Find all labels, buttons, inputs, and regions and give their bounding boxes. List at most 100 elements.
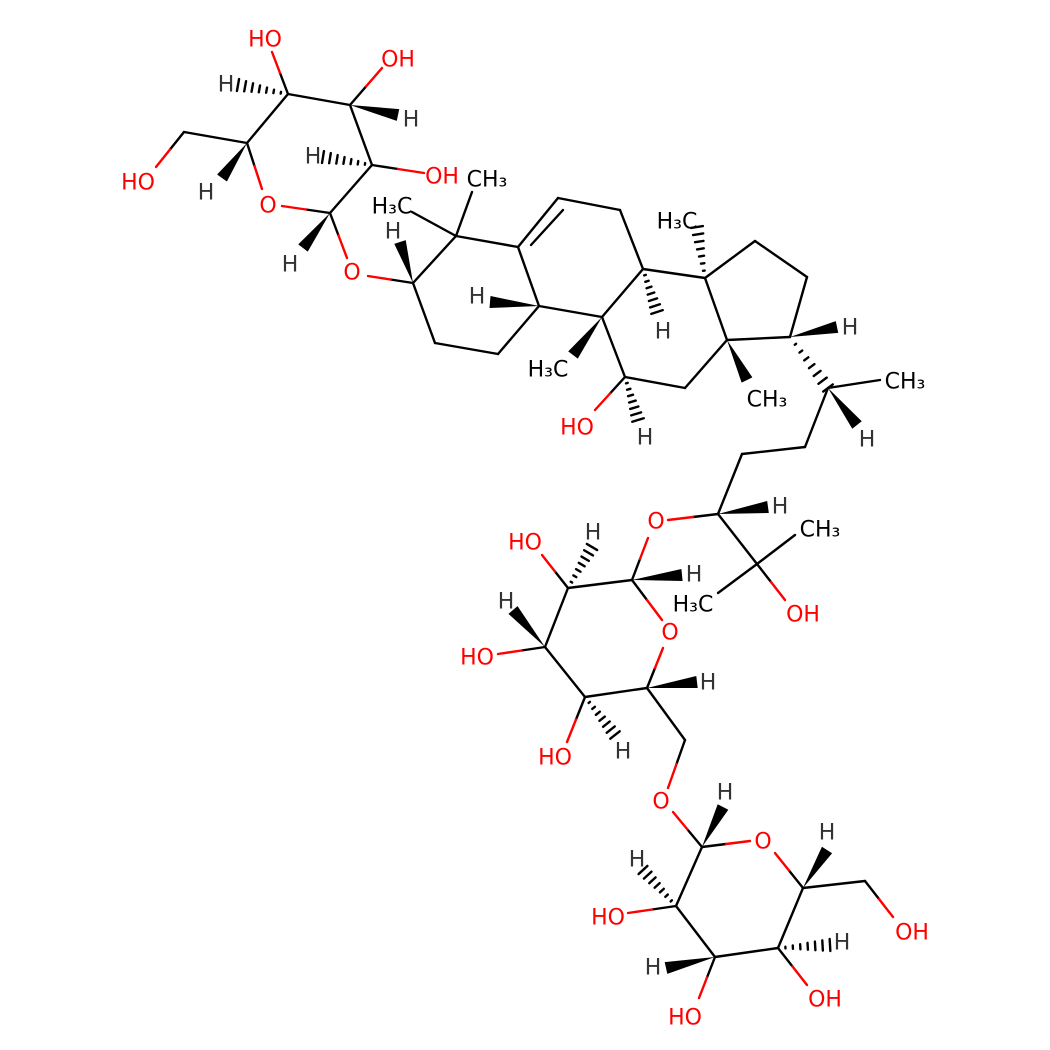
c-o-bond-half	[666, 762, 678, 790]
single-bond	[703, 239, 757, 280]
hashed-bond-stripe	[648, 876, 657, 885]
c-o-bond-half	[253, 164, 264, 191]
single-bond	[543, 645, 587, 699]
hashed-bond-stripe	[821, 939, 825, 952]
hashed-bond-stripe	[626, 393, 635, 398]
c-o-bond-half	[638, 536, 650, 561]
hydrogen-label: H	[637, 426, 654, 451]
single-bond	[245, 92, 290, 145]
c-o-bond-half	[370, 163, 400, 171]
hashed-bond-stripe	[235, 77, 241, 93]
hashed-bond-stripe	[658, 887, 665, 894]
hashed-bond-stripe	[598, 715, 607, 723]
hydrogen-label: H	[585, 521, 602, 546]
single-bond	[600, 267, 645, 319]
hashed-bond-stripe	[646, 291, 656, 296]
c-o-bond-half	[270, 50, 282, 75]
hashed-bond-stripe	[817, 376, 828, 385]
c-o-bond-half	[304, 208, 332, 215]
c-o-bond-half	[755, 562, 773, 584]
hydrogen-label: H	[385, 220, 402, 245]
hashed-bond-stripe	[647, 297, 659, 303]
hydrogen-label: H	[645, 956, 662, 981]
c-o-bond-half	[565, 718, 578, 744]
hashed-bond-stripe	[695, 247, 706, 251]
c-o-bond-half	[520, 645, 547, 652]
hashed-bond-stripe	[630, 411, 643, 417]
single-bond	[703, 276, 729, 342]
single-bond	[716, 452, 744, 516]
single-bond	[566, 578, 634, 590]
single-bond	[411, 281, 437, 345]
single-bond	[182, 130, 249, 145]
hashed-bond-stripe	[574, 567, 582, 573]
single-bond	[618, 208, 645, 271]
hashed-bond-stripe	[349, 157, 353, 166]
hydrogen-label: H	[819, 821, 836, 846]
hashed-bond-stripe	[631, 417, 645, 423]
hydroxyl-label: OH	[808, 988, 842, 1013]
wedge-bond	[828, 388, 862, 429]
hashed-bond-stripe	[569, 580, 574, 584]
wedge-bond	[632, 569, 683, 581]
single-bond	[755, 533, 797, 566]
hydroxyl-label: HO	[460, 646, 494, 671]
c-o-bond-half	[700, 842, 728, 849]
hashed-bond-stripe	[587, 700, 592, 705]
single-bond	[716, 562, 759, 595]
hashed-bond-stripe	[591, 705, 597, 711]
oxygen-label: O	[343, 261, 360, 286]
single-bond	[529, 208, 565, 247]
hydrogen-label: H	[842, 316, 859, 341]
hashed-bond-stripe	[653, 881, 661, 889]
oxygen-label: O	[647, 510, 664, 535]
hashed-bond-stripe	[257, 84, 262, 94]
single-bond	[713, 946, 780, 959]
c-o-bond-half	[593, 392, 612, 412]
c-o-bond-half	[691, 512, 720, 519]
hydroxyl-label: HO	[591, 906, 625, 931]
c-o-bond-half	[773, 851, 791, 872]
methyl-label: CH₃	[885, 370, 926, 395]
single-bond	[411, 234, 458, 285]
hashed-bond-stripe	[664, 893, 670, 899]
hashed-bond-stripe	[585, 542, 599, 552]
hashed-bond-stripe	[605, 725, 616, 734]
hashed-bond-stripe	[572, 574, 578, 579]
hydrogen-label: H	[218, 73, 235, 98]
wedge-bond	[790, 321, 839, 337]
oxygen-label: O	[259, 194, 276, 219]
c-o-bond-half	[553, 570, 570, 590]
hashed-bond-stripe	[625, 387, 632, 391]
single-bond	[537, 304, 604, 319]
oxygen-label: O	[754, 830, 771, 855]
single-bond	[683, 338, 729, 390]
methyl-label: CH₃	[747, 388, 788, 413]
single-bond	[645, 686, 687, 742]
hashed-bond-stripe	[243, 80, 248, 93]
bonds	[154, 50, 895, 1000]
hashed-bond-stripe	[609, 730, 621, 740]
hashed-bond-stripe	[648, 303, 662, 309]
c-o-bond-half	[645, 598, 664, 622]
wedge-bond	[298, 213, 330, 252]
hashed-bond-stripe	[594, 710, 602, 717]
oxygen-label: O	[661, 621, 678, 646]
hydrogen-label: H	[717, 781, 734, 806]
hashed-bond-stripe	[803, 356, 810, 362]
hydroxyl-label: HO	[560, 416, 594, 441]
hydroxyl-label: OH	[425, 165, 459, 190]
hydrogen-label: H	[615, 740, 632, 765]
hashed-bond-stripe	[356, 159, 360, 166]
c-o-bond-half	[653, 646, 665, 670]
hashed-bond-stripe	[264, 86, 269, 94]
wedge-bond	[803, 846, 833, 888]
c-o-bond-half	[769, 580, 787, 602]
hydrogen-label: H	[305, 145, 322, 170]
single-bond	[543, 586, 570, 649]
wedge-bond	[217, 143, 247, 182]
hydrogen-label: H	[403, 108, 420, 133]
hashed-bond-stripe	[669, 899, 674, 903]
